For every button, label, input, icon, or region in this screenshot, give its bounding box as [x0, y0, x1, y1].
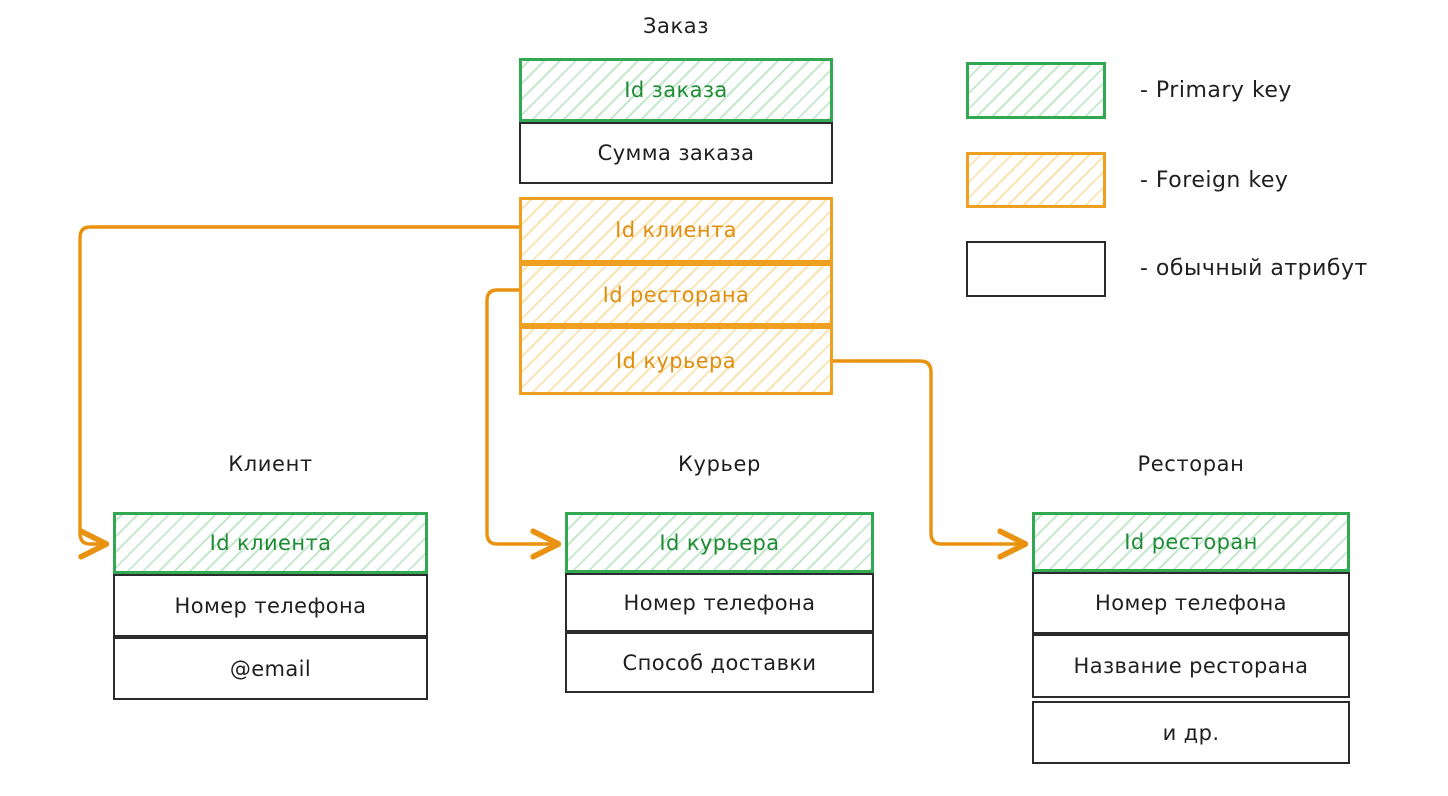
table-order-row-id-kurera[interactable]: Id курьера: [519, 326, 833, 395]
legend-label-foreign-key: - Foreign key: [1140, 168, 1289, 193]
cell-label: Id заказа: [624, 78, 728, 102]
table-courier-title: Курьер: [678, 452, 761, 476]
table-client-title: Клиент: [228, 452, 313, 476]
legend-swatch-primary-key: [966, 62, 1106, 119]
cell-label: Название ресторана: [1073, 654, 1309, 678]
cell-label: Id курьера: [615, 348, 737, 373]
cell-label: Id клиента: [615, 218, 737, 242]
table-order-row-id-klienta[interactable]: Id клиента: [519, 197, 833, 263]
cell-label: и др.: [1162, 720, 1220, 745]
legend-swatch-plain-attribute: [966, 241, 1106, 297]
legend-label-plain-attribute: - обычный атрибут: [1140, 256, 1368, 281]
table-courier-row-sposob-dostavki[interactable]: Способ доставки: [565, 632, 874, 693]
legend-swatch-foreign-key: [966, 152, 1106, 208]
cell-label: Id курьера: [659, 530, 780, 555]
cell-label: Номер телефона: [1095, 591, 1287, 615]
table-client-row-nomer-telefona[interactable]: Номер телефона: [113, 574, 428, 637]
table-restaurant-title: Ресторан: [1137, 452, 1245, 476]
table-order: Заказ Id заказа Сумма заказа Id клиента …: [519, 14, 833, 396]
table-courier-row-nomer-telefona[interactable]: Номер телефона: [565, 573, 874, 632]
table-courier-row-id-kurera[interactable]: Id курьера: [565, 512, 874, 573]
table-client-row-id-klienta[interactable]: Id клиента: [113, 512, 428, 574]
cell-label: Id ресторана: [602, 282, 750, 307]
table-restaurant-row-nazvanie-restorana[interactable]: Название ресторана: [1032, 634, 1350, 698]
legend-label-primary-key: - Primary key: [1140, 78, 1292, 103]
table-courier: Курьер Id курьера Номер телефона Способ …: [565, 452, 874, 702]
table-order-row-id-restorana[interactable]: Id ресторана: [519, 263, 833, 326]
table-order-title: Заказ: [642, 14, 710, 38]
cell-label: Способ доставки: [622, 650, 817, 675]
table-restaurant-row-i-dr[interactable]: и др.: [1032, 701, 1350, 764]
cell-label: Id клиента: [209, 531, 332, 555]
table-order-row-id-zakaza[interactable]: Id заказа: [519, 58, 833, 122]
cell-label: @email: [229, 656, 312, 681]
cell-label: Номер телефона: [174, 593, 367, 618]
table-order-row-summa-zakaza[interactable]: Сумма заказа: [519, 122, 833, 184]
table-client-row-email[interactable]: @email: [113, 637, 428, 700]
cell-label: Сумма заказа: [597, 141, 755, 165]
table-client: Клиент Id клиента Номер телефона @email: [113, 452, 428, 710]
cell-label: Номер телефона: [623, 590, 816, 615]
cell-label: Id ресторан: [1124, 530, 1258, 554]
table-restaurant-row-nomer-telefona[interactable]: Номер телефона: [1032, 572, 1350, 634]
table-restaurant: Ресторан Id ресторан Номер телефона Назв…: [1032, 452, 1350, 774]
table-restaurant-row-id-restoran[interactable]: Id ресторан: [1032, 512, 1350, 572]
